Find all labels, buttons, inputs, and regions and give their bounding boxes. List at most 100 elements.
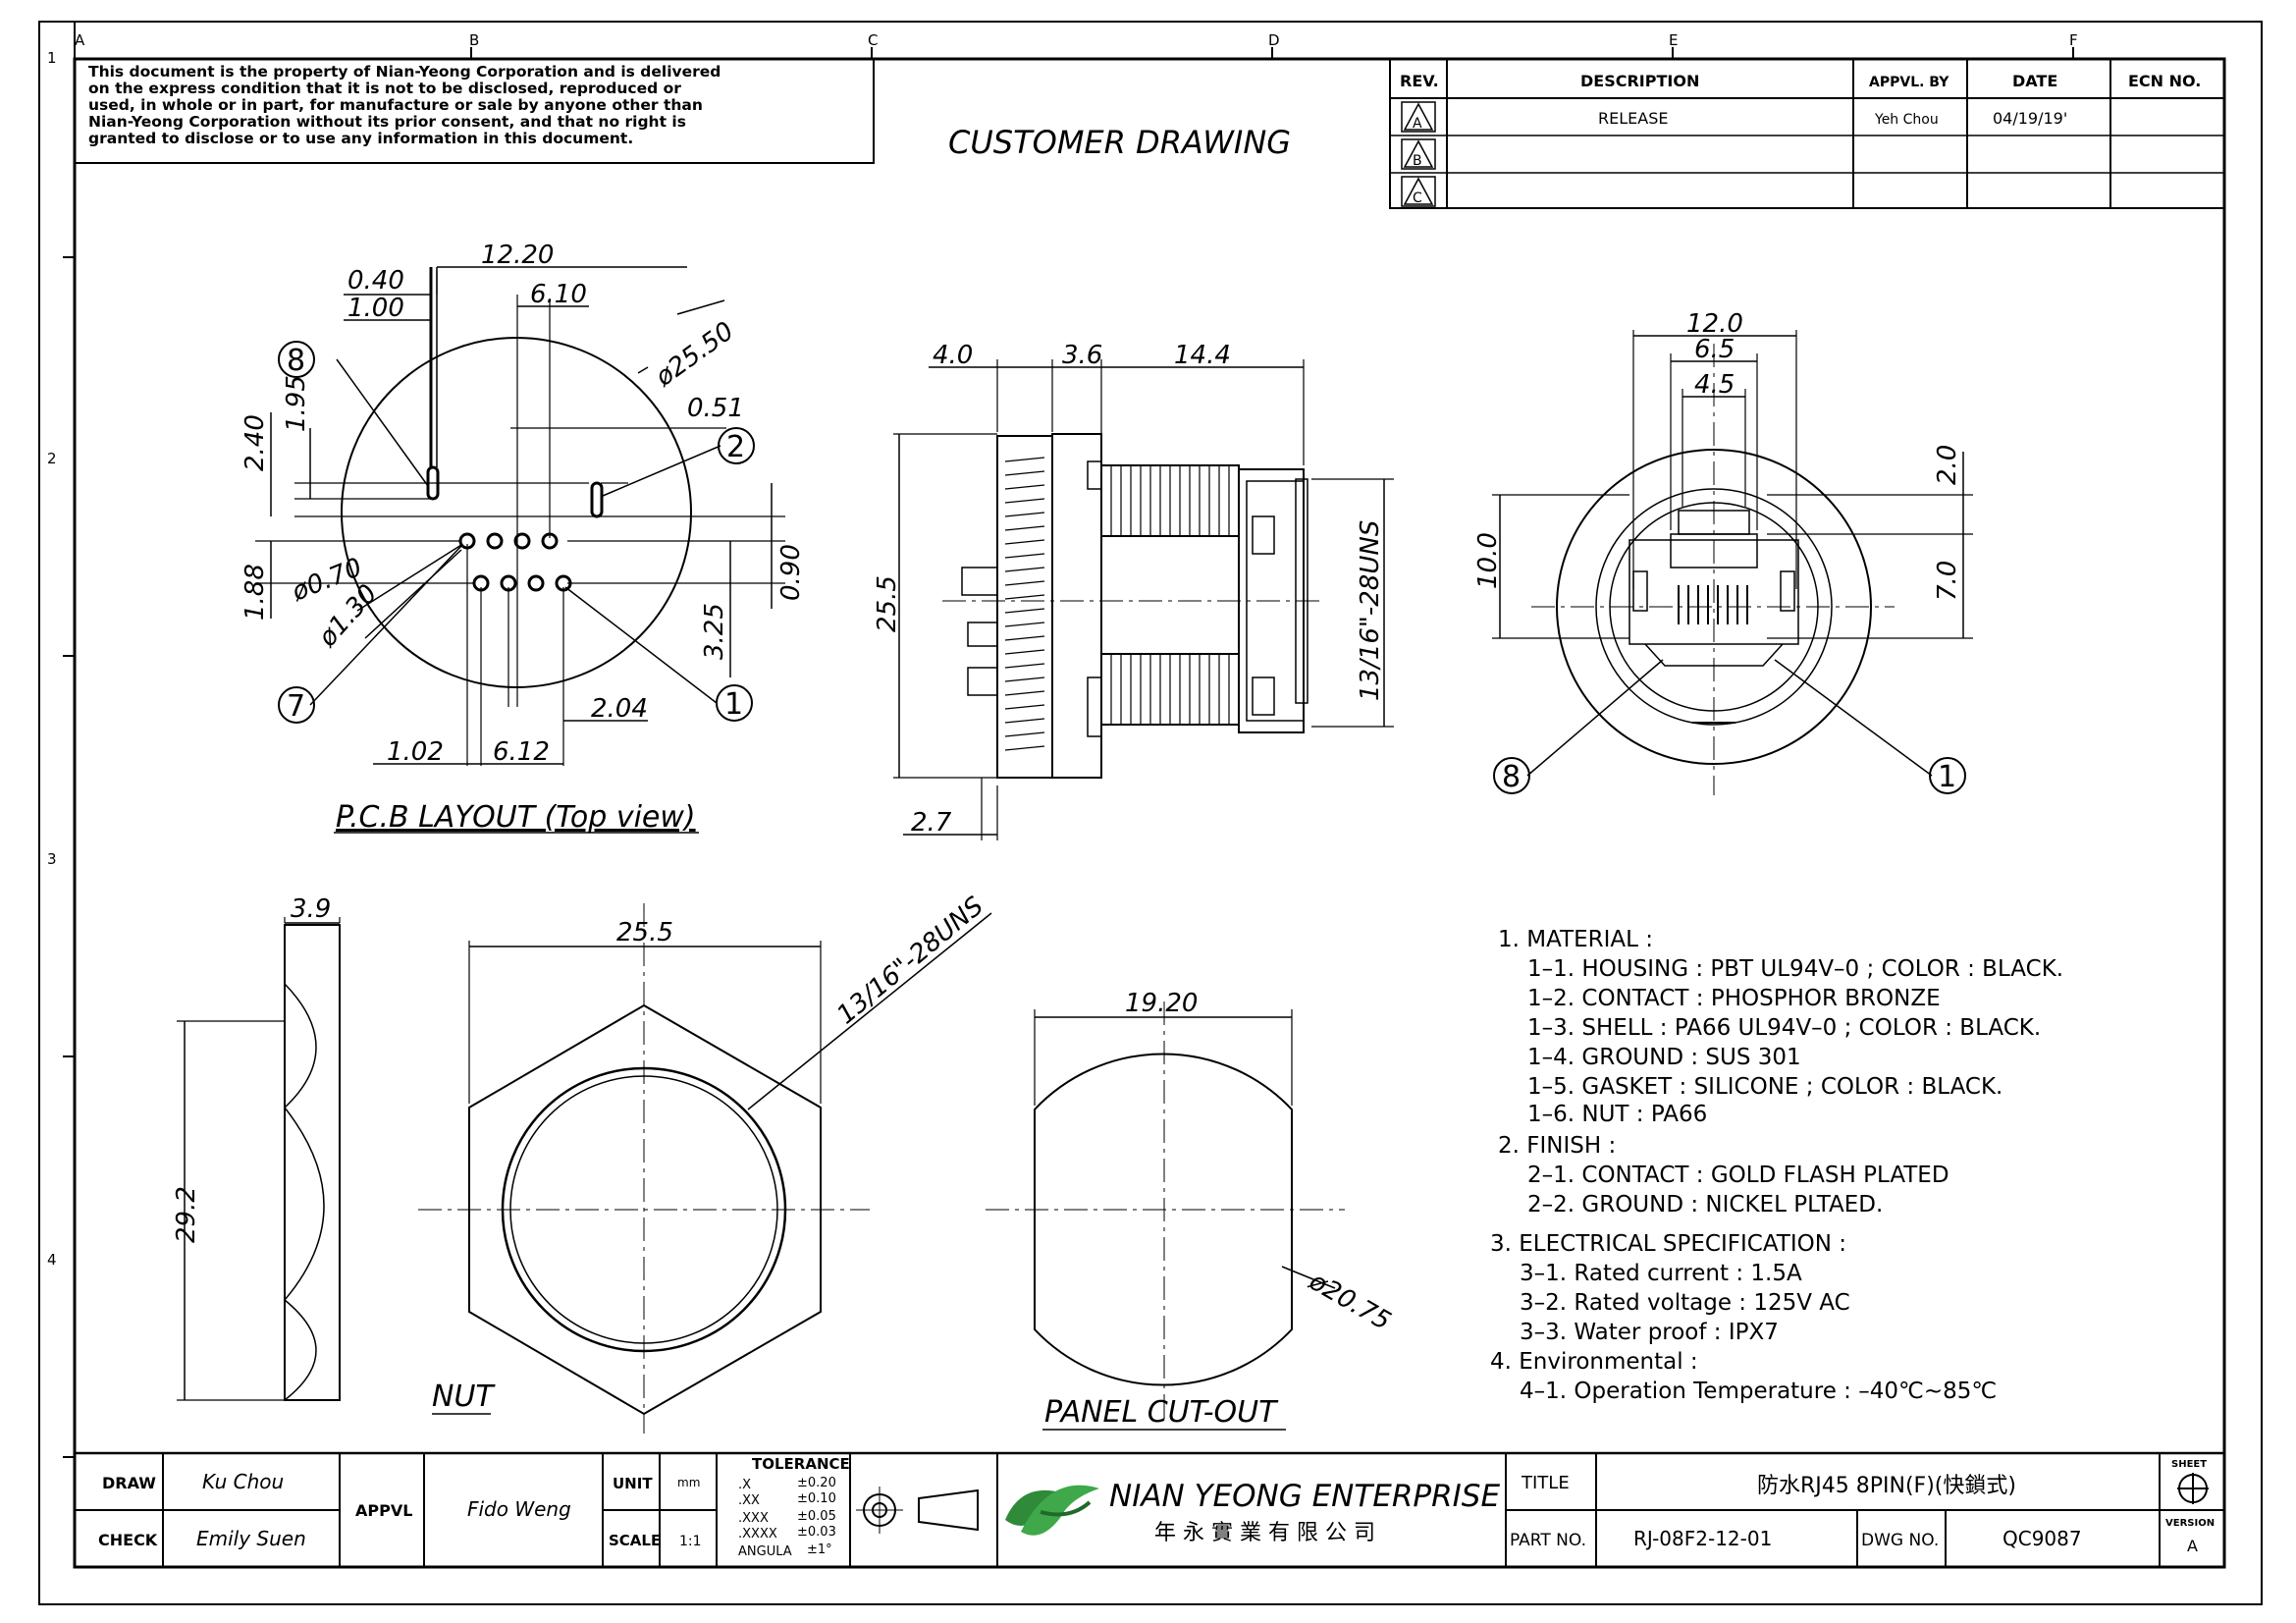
notes: 1. MATERIAL : 1–1. HOUSING : PBT UL94V–0…	[1490, 927, 2063, 1404]
draw-value: Ku Chou	[202, 1470, 284, 1493]
dim-1-00: 1.00	[347, 294, 404, 323]
dim-14-4: 14.4	[1174, 341, 1231, 370]
notice-text: This document is the property of Nian-Ye…	[88, 63, 721, 147]
note-1-2: 1–2. CONTACT : PHOSPHOR BRONZE	[1527, 986, 1941, 1011]
side-view: 4.0 3.6 14.4 25.5 13/16"-28UNS 2.7	[873, 341, 1394, 840]
front-callout-1: 1	[1938, 760, 1956, 794]
part-no-value: RJ-08F2-12-01	[1633, 1527, 1772, 1550]
callout-7-circle	[278, 686, 315, 724]
note-3: 3. ELECTRICAL SPECIFICATION :	[1490, 1231, 1846, 1257]
dim-1-88: 1.88	[240, 564, 270, 621]
dim-2-7: 2.7	[911, 808, 952, 838]
rev-triangle-c	[1401, 176, 1436, 207]
draw-label: DRAW	[102, 1474, 156, 1492]
dim-12-0: 12.0	[1686, 309, 1743, 339]
dim-1-02: 1.02	[387, 737, 444, 767]
note-1-5: 1–5. GASKET : SILICONE ; COLOR : BLACK.	[1527, 1074, 2002, 1100]
note-3-3: 3–3. Water proof : IPX7	[1520, 1320, 1779, 1345]
dim-10-0: 10.0	[1473, 532, 1503, 589]
tol-xx-value: ±0.10	[797, 1491, 836, 1506]
projection-symbol-icon	[856, 1487, 979, 1534]
note-1-3: 1–3. SHELL : PA66 UL94V–0 ; COLOR : BLAC…	[1527, 1015, 2041, 1041]
callout-8-circle	[278, 341, 315, 378]
rev-triangle-b	[1401, 138, 1436, 170]
title-value: 防水RJ45 8PIN(F)(快鎖式)	[1757, 1474, 2016, 1498]
zone-letter-d: D	[1268, 31, 1280, 49]
rev-a-appvl: Yeh Chou	[1874, 112, 1939, 128]
dim-3-6: 3.6	[1062, 341, 1102, 370]
dim-3-9: 3.9	[291, 894, 331, 924]
rev-a-letter: A	[1413, 116, 1422, 132]
dim-25-5-nut: 25.5	[616, 918, 673, 947]
callout-1-label: 1	[724, 687, 743, 722]
company-logo-icon	[1005, 1485, 1099, 1536]
callout-7-label: 7	[287, 689, 305, 724]
dim-0-90: 0.90	[776, 544, 806, 601]
tol-xxxx-value: ±0.03	[797, 1525, 836, 1540]
dwg-no-value: QC9087	[2002, 1527, 2082, 1550]
unit-value: mm	[677, 1476, 700, 1489]
tol-x-value: ±0.20	[797, 1476, 836, 1490]
rev-header: REV.	[1400, 72, 1439, 90]
zone-letter-b: B	[469, 31, 479, 49]
unit-label: UNIT	[613, 1475, 653, 1492]
callout-8-label: 8	[287, 344, 305, 378]
nut-side-view: 3.9 29.2	[172, 894, 341, 1401]
note-2: 2. FINISH :	[1498, 1133, 1616, 1159]
note-1: 1. MATERIAL :	[1498, 927, 1653, 952]
nut-view: 25.5 13/16"-28UNS NUT	[418, 892, 992, 1434]
notice-box	[74, 58, 875, 164]
dim-6-5: 6.5	[1694, 335, 1735, 364]
dim-2-04: 2.04	[591, 694, 648, 724]
svg-text:on the express condition tha: on the express condition that it is not …	[88, 80, 681, 97]
zone-number-4: 4	[47, 1251, 57, 1269]
dim-2-40: 2.40	[240, 414, 270, 471]
zone-number-1: 1	[47, 49, 57, 67]
zone-number-3: 3	[47, 850, 57, 868]
note-1-1: 1–1. HOUSING : PBT UL94V–0 ; COLOR : BLA…	[1527, 956, 2063, 982]
scale-value: 1:1	[679, 1534, 702, 1549]
scale-label: SCALE	[609, 1532, 661, 1549]
company-name-cn: 年 永 實 業 有 限 公 司	[1154, 1521, 1375, 1545]
rev-a-description: RELEASE	[1598, 109, 1668, 128]
note-2-1: 2–1. CONTACT : GOLD FLASH PLATED	[1527, 1163, 1949, 1188]
dim-2-0: 2.0	[1933, 445, 1962, 485]
dim-25-5-side: 25.5	[873, 575, 902, 632]
callout-2-circle	[718, 427, 755, 464]
revision-table: REV. DESCRIPTION APPVL. BY DATE ECN NO. …	[1389, 58, 2225, 209]
panel-cutout-caption: PANEL CUT-OUT	[1044, 1395, 1279, 1430]
title-block: DRAW Ku Chou CHECK Emily Suen APPVL Fido…	[73, 1451, 2226, 1569]
zone-letter-f: F	[2069, 31, 2078, 49]
appvl-value: Fido Weng	[467, 1497, 571, 1521]
tol-angle-value: ±1°	[807, 1542, 832, 1557]
drawing-title: CUSTOMER DRAWING	[948, 124, 1291, 161]
dim-0-51: 0.51	[687, 394, 744, 423]
dim-7-0: 7.0	[1933, 561, 1962, 601]
ecn-no-header: ECN NO.	[2128, 72, 2201, 90]
note-4: 4. Environmental :	[1490, 1349, 1698, 1375]
appvl-by-header: APPVL. BY	[1869, 75, 1949, 90]
nut-caption: NUT	[432, 1380, 496, 1414]
rev-b-letter: B	[1413, 153, 1422, 169]
dim-0-40: 0.40	[347, 266, 404, 296]
zone-letter-e: E	[1669, 31, 1678, 49]
svg-text:Nian-Yeong Corporation without: Nian-Yeong Corporation without its prior…	[88, 113, 686, 131]
rev-triangle-a	[1401, 101, 1436, 133]
tolerance-title: TOLERANCE	[752, 1455, 850, 1473]
note-4-1: 4–1. Operation Temperature : –40℃~85℃	[1520, 1379, 1997, 1404]
dim-3-25: 3.25	[700, 603, 729, 660]
zone-letter-c: C	[868, 31, 878, 49]
dim-6-10: 6.10	[530, 280, 587, 309]
rev-c-letter: C	[1413, 190, 1422, 206]
description-header: DESCRIPTION	[1580, 72, 1699, 90]
tol-xxxx-label: .XXXX	[738, 1527, 777, 1542]
panel-cutout-view: 19.20 ø20.75 PANEL CUT-OUT	[986, 989, 1396, 1431]
dim-6-12: 6.12	[493, 737, 550, 767]
dim-thread-nut: 13/16"-28UNS	[831, 892, 988, 1030]
zone-number-2: 2	[47, 450, 57, 467]
dwg-no-label: DWG NO.	[1861, 1531, 1939, 1550]
version-value: A	[2187, 1537, 2198, 1555]
dim-4-5: 4.5	[1694, 370, 1735, 400]
part-no-label: PART NO.	[1510, 1531, 1586, 1550]
